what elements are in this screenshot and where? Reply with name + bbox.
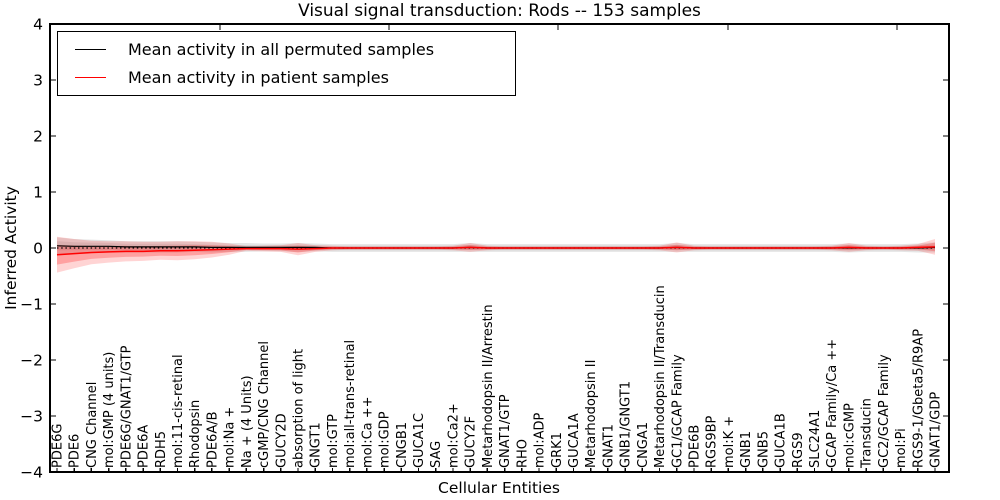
x-tick-label: PDE6A — [137, 425, 152, 468]
x-tick-label: GNAT1/GDP — [929, 392, 944, 468]
permuted-band-outer — [57, 237, 935, 255]
x-tick-label: CNG Channel — [85, 382, 100, 468]
y-tick-label: 2 — [33, 128, 43, 146]
x-tick-label: GCAP Family/Ca ++ — [825, 339, 840, 468]
x-tick-label: RGS9-1/Gbeta5/R9AP — [911, 329, 926, 468]
x-tick-label: RGS9 — [791, 432, 806, 468]
x-tick-label: GC1/GCAP Family — [670, 354, 685, 468]
x-tick-label: Rhodopsin — [188, 400, 203, 468]
legend-line-sample — [75, 49, 106, 51]
y-tick-label: −3 — [20, 408, 43, 426]
x-tick-label: mol:Pi — [894, 428, 909, 468]
x-tick-label: CNGA1 — [636, 422, 651, 468]
x-tick-label: GNGT1 — [309, 422, 324, 468]
legend-line-sample — [75, 76, 106, 78]
y-tick-label: 0 — [33, 240, 43, 258]
x-tick-label: GUCY2D — [274, 413, 289, 468]
x-tick-label: mol:ADP — [533, 412, 548, 468]
patient-band-outer — [57, 236, 935, 273]
x-tick-label: mol:11-cis-retinal — [171, 354, 186, 468]
x-tick-label: PDE6A/B — [205, 411, 220, 468]
y-axis-label: Inferred Activity — [2, 186, 20, 310]
x-tick-label: mol:GMP (4 units) — [102, 352, 117, 468]
x-tick-label: mol:Ca2+ — [446, 403, 461, 468]
x-tick-label: GNB1 — [739, 431, 754, 468]
x-tick-label: mol:Na + — [223, 407, 238, 468]
x-tick-label: RHO — [515, 439, 530, 468]
legend-item: Mean activity in all permuted samples — [75, 40, 515, 59]
x-tick-label: Metarhodopsin II/Arrestin — [481, 304, 496, 468]
x-tick-label: absorption of light — [292, 349, 307, 468]
x-tick-label: mol:K + — [722, 416, 737, 468]
y-tick-labels: 4 3 2 1 0 −1 −2 −3 −4 — [20, 16, 43, 482]
y-tick-label: −2 — [20, 352, 43, 370]
x-tick-label: CNGB1 — [395, 422, 410, 468]
axis-ticks — [50, 23, 949, 473]
x-tick-label: mol:Ca ++ — [360, 396, 375, 468]
x-tick-label: GUCA1C — [412, 413, 427, 468]
x-tick-label: GRK1 — [550, 432, 565, 468]
x-tick-label: Metarhodopsin II/Transducin — [653, 285, 668, 468]
x-tick-label: RGS9BP — [705, 415, 720, 468]
x-tick-label: mol:cGMP — [842, 403, 857, 468]
y-tick-label: 4 — [33, 16, 43, 34]
confidence-bands — [57, 236, 935, 273]
x-tick-label: GUCA1B — [774, 413, 789, 468]
x-tick-label: SAG — [429, 441, 444, 468]
x-tick-label: Metarhodopsin II — [584, 360, 599, 468]
x-tick-label: GNAT1/GTP — [498, 394, 513, 468]
x-tick-label: Na + (4 Units) — [240, 375, 255, 468]
x-tick-label: GNB1/GNGT1 — [619, 381, 634, 468]
series-lines — [56, 245, 936, 256]
x-tick-label: PDE6G/GNAT1/GTP — [119, 345, 134, 468]
legend-label: Mean activity in patient samples — [128, 67, 389, 87]
y-tick-label: 3 — [33, 72, 43, 90]
x-tick-label: mol:GTP — [326, 414, 341, 468]
x-tick-label: PDE6 — [68, 434, 83, 468]
x-tick-label: GNAT1 — [601, 424, 616, 468]
chart-title: Visual signal transduction: Rods -- 153 … — [298, 1, 701, 21]
x-tick-label: mol:GDP — [378, 411, 393, 468]
x-tick-label: GC2/GCAP Family — [877, 354, 892, 468]
x-tick-label: Transducin — [860, 398, 875, 469]
y-tick-label: −1 — [20, 296, 43, 314]
legend-item: Mean activity in patient samples — [75, 68, 515, 87]
y-tick-label: −4 — [20, 464, 43, 482]
x-tick-label: cGMP/CNG Channel — [257, 341, 272, 468]
legend-label: Mean activity in all permuted samples — [128, 40, 435, 60]
x-tick-label: PDE6B — [687, 425, 702, 468]
x-tick-label: GUCA1A — [567, 413, 582, 468]
x-axis-label: Cellular Entities — [438, 479, 560, 497]
x-tick-label: mol:all-trans-retinal — [343, 340, 358, 468]
x-tick-label: PDE6G — [51, 424, 66, 468]
patient-mean-line — [56, 246, 936, 256]
y-tick-label: 1 — [33, 184, 43, 202]
x-tick-label: GNB5 — [756, 431, 771, 468]
x-tick-label: GUCY2F — [464, 416, 479, 468]
x-tick-label: SLC24A1 — [808, 410, 823, 468]
x-tick-label: RDH5 — [154, 431, 169, 468]
